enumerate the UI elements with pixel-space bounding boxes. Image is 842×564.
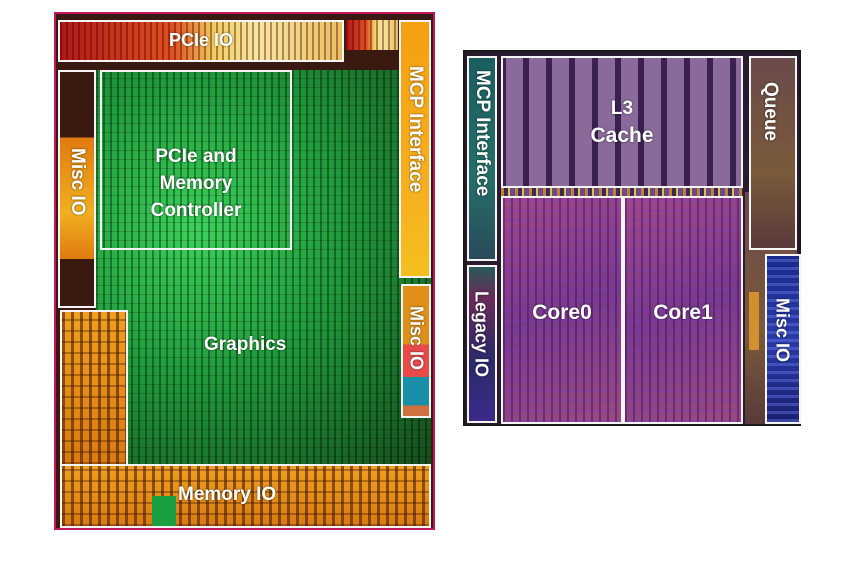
label-graphics: Graphics bbox=[204, 334, 287, 355]
label-queue: Queue bbox=[759, 82, 781, 142]
left-die: PCIe IO MCP Interface Misc IO PCIe and M… bbox=[54, 12, 435, 530]
region-memory-io: Memory IO bbox=[60, 464, 431, 528]
label-mcp-interface-left: MCP Interface bbox=[404, 66, 426, 193]
region-mcp-interface-left: MCP Interface bbox=[399, 20, 431, 278]
region-misc-io-left: Misc IO bbox=[58, 70, 96, 308]
region-misc-io-right: Misc IO bbox=[401, 284, 431, 418]
label-pcie-io: PCIe IO bbox=[168, 30, 234, 50]
region-core1: Core1 bbox=[623, 196, 743, 424]
label-misc-io-right: Misc IO bbox=[406, 306, 427, 371]
cache-core-interconnect bbox=[501, 188, 743, 196]
label-misc-io-cpu: Misc IO bbox=[772, 298, 793, 363]
right-die: MCP Interface Legacy IO L3 Cache Core0 C… bbox=[463, 50, 801, 426]
region-pcie-memory-controller: PCIe and Memory Controller bbox=[100, 70, 292, 250]
region-left-io-block bbox=[60, 310, 128, 466]
region-pcie-io: PCIe IO bbox=[58, 20, 344, 62]
label-legacy-io: Legacy IO bbox=[471, 291, 492, 378]
memory-io-green-block bbox=[152, 496, 176, 526]
uncore-orange-strip bbox=[749, 292, 759, 350]
label-memory: Memory bbox=[159, 173, 233, 194]
label-cache: Cache bbox=[590, 124, 654, 147]
region-mcp-interface-right: MCP Interface bbox=[467, 56, 497, 261]
label-misc-io-left: Misc IO bbox=[66, 148, 88, 216]
region-l3-cache: L3 Cache bbox=[501, 56, 743, 188]
region-misc-io-cpu: Misc IO bbox=[765, 254, 801, 424]
label-core1: Core1 bbox=[653, 301, 713, 324]
label-pcie-and: PCIe and bbox=[155, 146, 237, 167]
region-core0: Core0 bbox=[501, 196, 623, 424]
label-l3: L3 bbox=[610, 98, 634, 119]
graphics-fabric bbox=[96, 70, 431, 466]
label-memory-io: Memory IO bbox=[178, 484, 277, 505]
label-core0: Core0 bbox=[532, 301, 592, 324]
top-right-io-strip bbox=[346, 20, 398, 50]
region-legacy-io: Legacy IO bbox=[467, 265, 497, 423]
region-queue: Queue bbox=[749, 56, 797, 250]
label-mcp-interface-right: MCP Interface bbox=[471, 70, 493, 197]
label-controller: Controller bbox=[150, 200, 242, 221]
